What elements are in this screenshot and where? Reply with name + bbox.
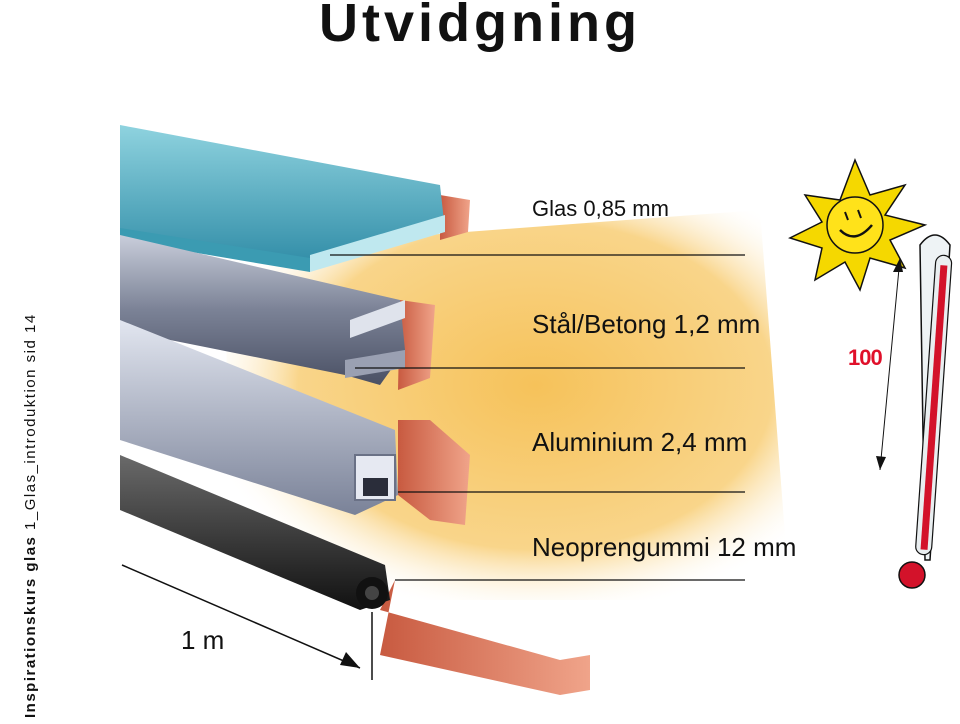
side-caption: Inspirationskurs glas 1_Glas_introduktio… — [22, 313, 39, 718]
label-glass: Glas 0,85 mm — [532, 196, 669, 221]
label-neoprene: Neoprengummi 12 mm — [532, 532, 797, 562]
length-measure — [121, 564, 373, 680]
steel-beam — [120, 235, 405, 385]
side-caption-rest: 1_Glas_introduktion sid 14 — [22, 313, 39, 536]
glass-pane — [120, 125, 445, 272]
label-aluminium: Aluminium 2,4 mm — [532, 427, 748, 457]
neoprene-rubber — [120, 455, 390, 610]
aluminium-profile — [120, 320, 398, 515]
sun-icon — [788, 157, 928, 292]
label-steel: Stål/Betong 1,2 mm — [532, 309, 761, 339]
thermometer-value: 100 — [848, 345, 883, 370]
page-title: Utvidgning — [319, 0, 641, 53]
length-label: 1 m — [181, 625, 225, 655]
thermometer-icon — [876, 234, 953, 589]
label-lines — [330, 254, 745, 581]
side-caption-bold: Inspirationskurs glas — [22, 535, 39, 718]
